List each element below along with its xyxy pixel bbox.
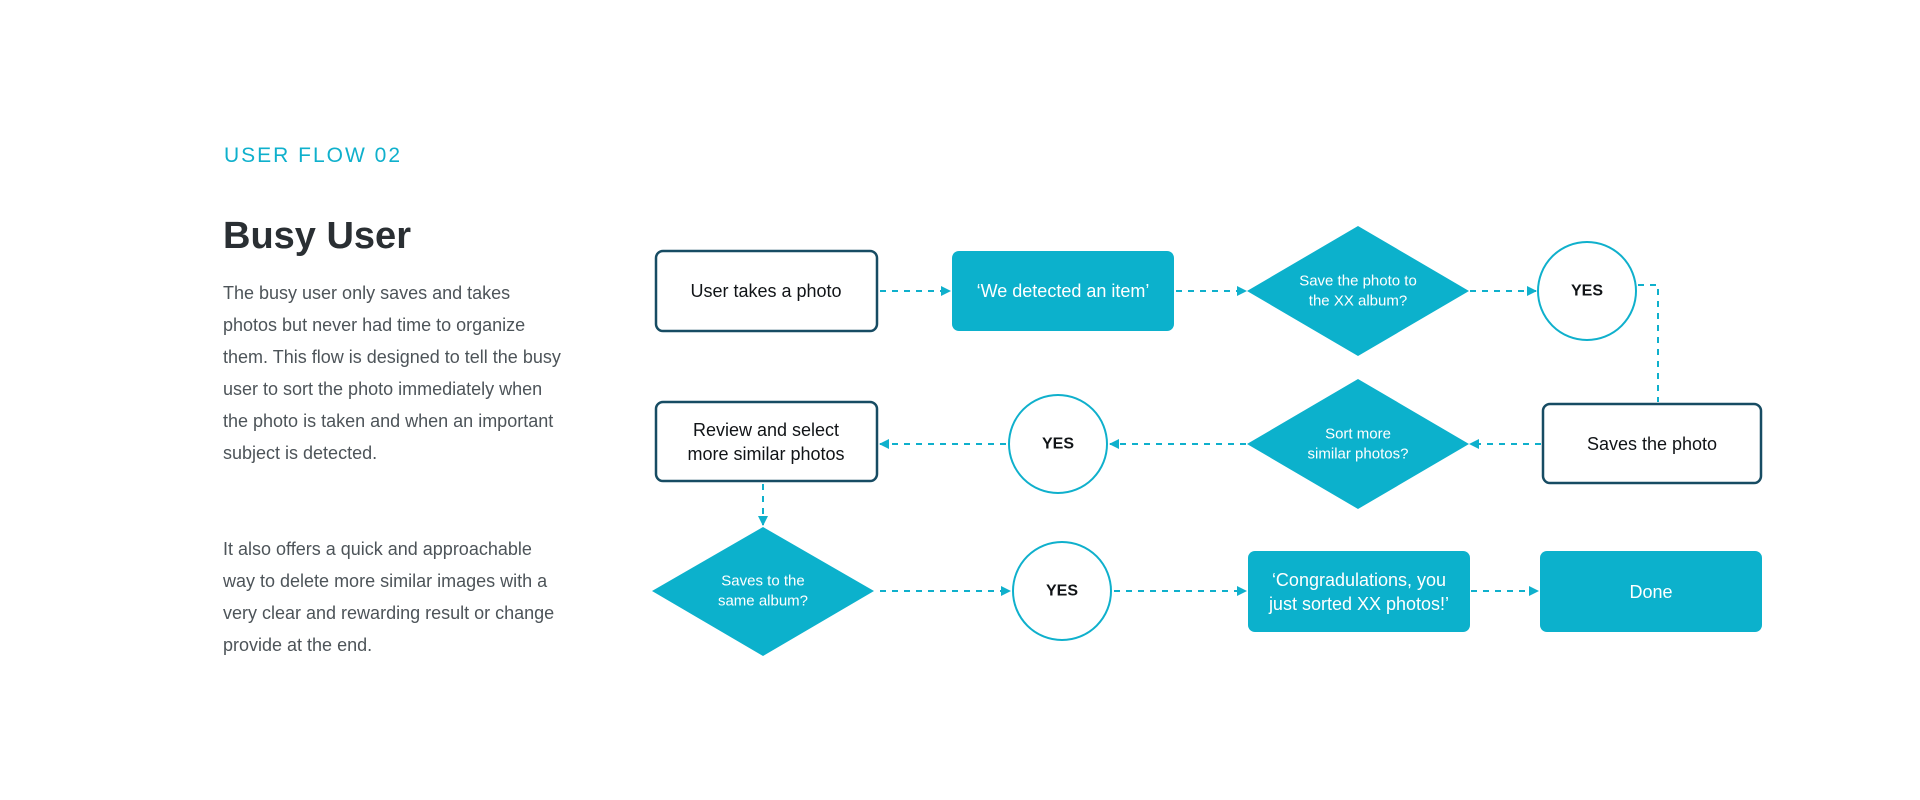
decision-saves-same-album-line-1: Saves to the: [721, 573, 804, 590]
node-detected-item: ‘We detected an item’: [952, 251, 1174, 331]
decision-sort-more-line-1: Sort more: [1325, 426, 1391, 443]
yes-node-2: YES: [1008, 394, 1108, 494]
description-paragraph-1: The busy user only saves and takes photo…: [223, 283, 561, 463]
node-done: Done: [1540, 551, 1762, 632]
node-congrats-line-2: just sorted XX photos!’: [1268, 594, 1449, 614]
decision-saves-same-album: Saves to the same album?: [652, 527, 874, 656]
description-paragraph-2: It also offers a quick and approachable …: [223, 539, 555, 655]
node-detected-item-label: ‘We detected an item’: [977, 281, 1150, 301]
node-congrats: ‘Congradulations, you just sorted XX pho…: [1248, 551, 1470, 632]
yes-node-1-label: YES: [1571, 283, 1603, 300]
decision-sort-more-line-2: similar photos?: [1308, 446, 1409, 463]
decision-saves-same-album-line-2: same album?: [718, 593, 808, 610]
node-review-select-line-1: Review and select: [693, 420, 839, 440]
connectors: [758, 284, 1659, 596]
node-done-label: Done: [1629, 582, 1672, 602]
decision-sort-more: Sort more similar photos?: [1247, 379, 1469, 509]
yes-node-1: YES: [1537, 241, 1637, 341]
node-review-select-line-2: more similar photos: [687, 444, 844, 464]
node-review-select: Review and select more similar photos: [654, 400, 879, 483]
flow-eyebrow: USER FLOW 02: [224, 144, 403, 167]
decision-save-to-album-line-2: the XX album?: [1309, 293, 1407, 310]
decision-save-to-album-line-1: Save the photo to: [1299, 273, 1417, 290]
yes-node-2-label: YES: [1042, 436, 1074, 453]
page-title: Busy User: [223, 215, 411, 257]
node-congrats-line-1: ‘Congradulations, you: [1272, 570, 1446, 590]
connector-yes-to-saves-photo: [1638, 284, 1659, 402]
node-saves-photo: Saves the photo: [1541, 402, 1763, 485]
decision-save-to-album: Save the photo to the XX album?: [1247, 226, 1469, 356]
node-saves-photo-label: Saves the photo: [1587, 434, 1717, 454]
yes-node-3: YES: [1012, 541, 1112, 641]
node-user-takes-photo-label: User takes a photo: [690, 281, 841, 301]
node-user-takes-photo: User takes a photo: [654, 249, 879, 333]
yes-node-3-label: YES: [1046, 583, 1078, 600]
